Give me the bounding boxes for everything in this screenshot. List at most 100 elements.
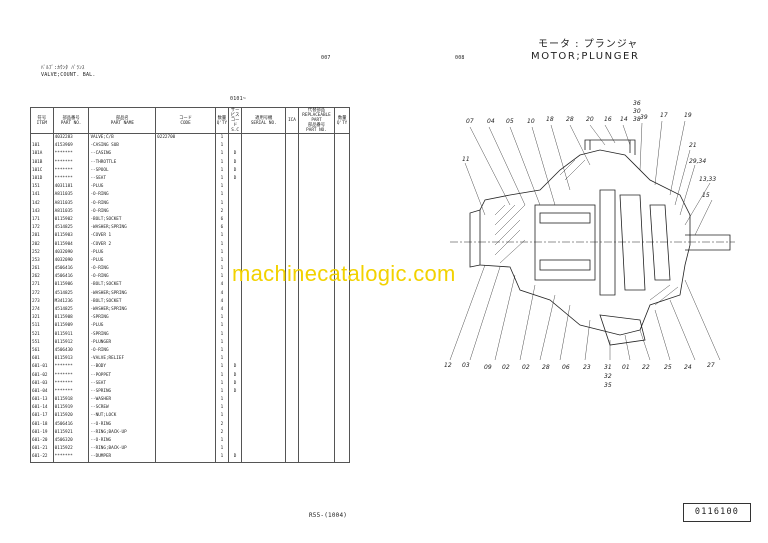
- cell-ica: [285, 428, 299, 437]
- cell-serial: [241, 248, 287, 257]
- cell-code: [155, 428, 216, 437]
- right-title-jp: モータ : プランジャ: [538, 39, 639, 50]
- cell-part: 4514825: [52, 224, 90, 233]
- cell-name: -BOLT;SOCKET: [88, 281, 157, 290]
- top-cap-inner: [589, 140, 631, 153]
- cell-qty: 1: [214, 436, 229, 446]
- cell-rpart: [297, 273, 336, 282]
- cell-rpart: [297, 412, 336, 421]
- swash-plate: [599, 189, 616, 296]
- cell-rqty: [334, 428, 350, 437]
- cell-part: *******: [52, 158, 90, 167]
- diagram-callout: 31: [604, 364, 612, 371]
- cell-part: *******: [52, 379, 90, 388]
- cell-rqty: [334, 265, 350, 274]
- cell-code: [155, 314, 216, 323]
- cell-item: 101: [30, 142, 54, 151]
- cell-code: [155, 166, 216, 175]
- cell-code: [155, 174, 216, 184]
- cell-qty: 1: [214, 158, 229, 167]
- cell-qty: 1: [214, 232, 229, 241]
- cell-part: 4032090: [52, 256, 90, 265]
- cell-sc: D: [227, 174, 243, 184]
- cell-serial: [241, 232, 287, 241]
- cell-qty: 1: [214, 445, 229, 454]
- cell-qty: 4: [214, 305, 229, 315]
- cell-rqty: [334, 256, 350, 265]
- cell-serial: [241, 256, 287, 265]
- cell-qty: 1: [214, 183, 229, 192]
- cell-qty: 1: [214, 273, 229, 282]
- cell-part: 4506430: [52, 346, 90, 356]
- cell-serial: [241, 404, 287, 413]
- cell-ica: [285, 404, 299, 413]
- cell-ica: [285, 322, 299, 331]
- cell-qty: 1: [214, 379, 229, 388]
- cell-name: --RING;BACK-UP: [88, 428, 157, 437]
- cell-rqty: [334, 445, 350, 454]
- cell-ica: [285, 355, 299, 364]
- cell-ica: [285, 420, 299, 429]
- cell-name: -O-RING: [88, 199, 157, 208]
- cell-rpart: [297, 199, 336, 208]
- cell-rqty: [334, 387, 350, 396]
- cell-item: 143: [30, 207, 54, 216]
- cell-ica: [285, 191, 299, 200]
- cell-name: --POPPET: [88, 371, 157, 380]
- cell-rqty: [334, 224, 350, 233]
- cell-rpart: [297, 142, 336, 151]
- cell-rpart: [297, 322, 336, 331]
- cell-part: M341236: [52, 297, 90, 306]
- left-cover: [469, 209, 481, 268]
- cell-rpart: [297, 207, 336, 216]
- cell-code: [155, 265, 216, 274]
- col-ica: ICA: [285, 107, 299, 134]
- cell-item: 511: [30, 322, 54, 331]
- cell-sc: [227, 396, 243, 405]
- cell-rqty: [334, 232, 350, 241]
- cell-rqty: [334, 322, 350, 331]
- cell-code: [155, 248, 216, 257]
- cell-ica: [285, 174, 299, 184]
- cell-name: --O-RING: [88, 436, 157, 446]
- cell-ica: [285, 363, 299, 372]
- cell-rqty: [334, 338, 350, 347]
- cell-sc: [227, 240, 243, 249]
- cell-rqty: [334, 436, 350, 446]
- diagram-callout: 36: [633, 100, 641, 107]
- diagram-callout: 30: [633, 108, 641, 115]
- cell-name: --RING;BACK-UP: [88, 445, 157, 454]
- cell-rqty: [334, 371, 350, 380]
- cell-serial: [241, 174, 287, 184]
- cell-sc: [227, 289, 243, 298]
- cell-item: 601: [30, 355, 54, 364]
- cell-part: 4514825: [52, 305, 90, 315]
- cell-part: *******: [52, 150, 90, 159]
- cell-serial: [241, 158, 287, 167]
- cell-qty: 1: [214, 322, 229, 331]
- cell-ica: [285, 224, 299, 233]
- cell-sc: [227, 314, 243, 323]
- cell-serial: [241, 387, 287, 396]
- hatching: [494, 159, 679, 306]
- cell-name: --O-RING: [88, 420, 157, 429]
- cell-serial: [241, 199, 287, 208]
- cell-part: 0115911: [52, 330, 90, 339]
- cell-part: *******: [52, 387, 90, 396]
- diagram-callout: 16: [604, 116, 612, 123]
- cell-qty: 1: [214, 150, 229, 159]
- cell-item: 274: [30, 305, 54, 315]
- cell-code: [155, 453, 216, 463]
- cell-rpart: [297, 158, 336, 167]
- cell-code: [155, 420, 216, 429]
- cell-rpart: [297, 453, 336, 463]
- cell-qty: 1: [214, 133, 229, 143]
